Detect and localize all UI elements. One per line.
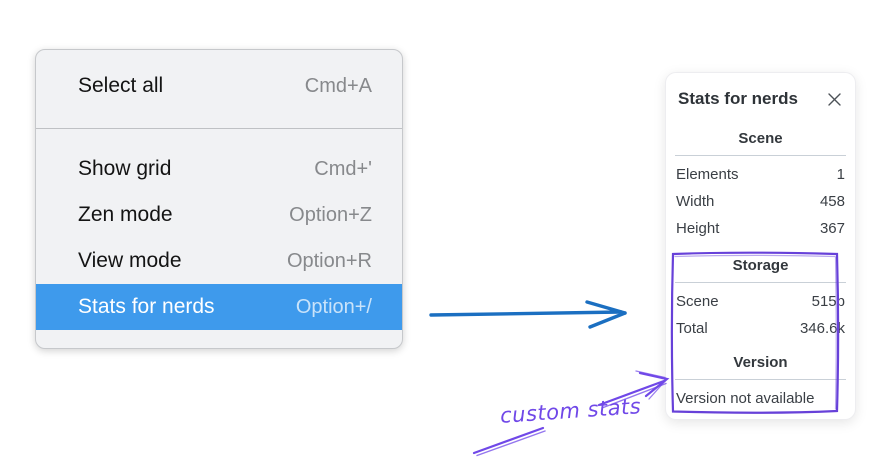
menu-item-shortcut: Option+/: [295, 295, 372, 318]
stats-panel: Stats for nerds Scene Elements 1 Width 4…: [665, 72, 856, 420]
menu-item-label: Select all: [78, 74, 164, 97]
menu-item-label: Zen mode: [78, 203, 173, 226]
stat-value: 367: [819, 220, 845, 237]
menu-item-select-all[interactable]: Select all Cmd+A: [36, 63, 402, 109]
stat-row-storage-total: Total 346.6k: [675, 315, 846, 342]
stats-panel-title: Stats for nerds: [678, 89, 798, 108]
menu-item-shortcut: Cmd+A: [304, 74, 372, 97]
stat-row-width: Width 458: [675, 188, 846, 215]
menu-item-shortcut: Option+Z: [289, 203, 372, 226]
stat-label: Total: [676, 320, 708, 337]
annotation-label: custom stats: [499, 394, 642, 428]
context-menu: Select all Cmd+A Show grid Cmd+' Zen mod…: [35, 49, 403, 349]
stats-panel-header: Stats for nerds: [675, 88, 846, 110]
menu-item-stats-for-nerds[interactable]: Stats for nerds Option+/: [36, 284, 402, 330]
section-divider: [675, 155, 846, 156]
menu-item-show-grid[interactable]: Show grid Cmd+': [36, 146, 402, 192]
close-button[interactable]: [825, 90, 843, 108]
stat-value: 346.6k: [799, 320, 845, 337]
menu-item-label: Stats for nerds: [78, 295, 215, 318]
menu-item-view-mode[interactable]: View mode Option+R: [36, 238, 402, 284]
stat-label: Elements: [676, 166, 739, 183]
stat-row-storage-scene: Scene 515b: [675, 288, 846, 315]
section-divider: [675, 282, 846, 283]
stat-value: 515b: [811, 293, 845, 310]
stat-value: 458: [819, 193, 845, 210]
storage-section-heading: Storage: [732, 257, 789, 274]
annotation-arrow: [472, 370, 670, 457]
menu-item-zen-mode[interactable]: Zen mode Option+Z: [36, 192, 402, 238]
stat-row-height: Height 367: [675, 215, 846, 242]
stat-value: 1: [836, 166, 845, 183]
menu-divider: [36, 128, 402, 129]
blue-arrow: [429, 300, 627, 329]
stat-label: Height: [676, 220, 720, 237]
close-icon: [827, 92, 841, 106]
version-section-heading: Version: [733, 354, 788, 371]
menu-item-label: View mode: [78, 249, 182, 272]
version-note: Version not available: [676, 390, 815, 407]
section-divider: [675, 379, 846, 380]
stat-label: Width: [676, 193, 715, 210]
stat-label: Scene: [676, 293, 719, 310]
stat-row-elements: Elements 1: [675, 161, 846, 188]
menu-item-label: Show grid: [78, 157, 172, 180]
scene-section-heading: Scene: [738, 130, 783, 147]
menu-padding: [36, 330, 402, 348]
menu-item-shortcut: Option+R: [286, 249, 372, 272]
menu-item-shortcut: Cmd+': [314, 157, 372, 180]
